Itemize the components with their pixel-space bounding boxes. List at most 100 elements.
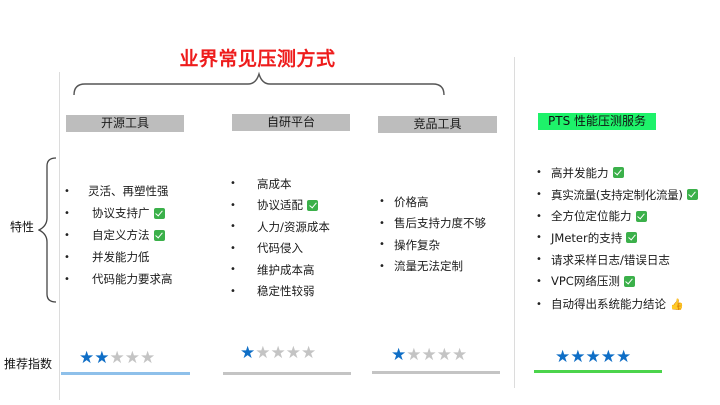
check-icon [612, 167, 624, 179]
rating-row-label: 推荐指数 [4, 357, 53, 371]
check-icon [307, 199, 318, 211]
list-item: • 价格高 [379, 191, 514, 213]
left-brace-icon [38, 157, 57, 303]
bullet: • [230, 285, 236, 297]
left-divider [59, 72, 60, 400]
bullet: • [64, 273, 70, 285]
star-filled-icon: ★ [585, 347, 601, 367]
right-divider [514, 57, 515, 388]
feature-text: 价格高 [394, 194, 429, 209]
competitor-feature-list: • 价格高 • 售后支持力度不够 • 操作复杂 • 流量无法定制 [379, 191, 514, 277]
bullet: • [379, 196, 385, 208]
list-item: • 售后支持力度不够 [379, 213, 514, 235]
feature-text: 全方位定位能力 [551, 209, 632, 224]
rating-stars-competitor: ★ ★ ★ ★ ★ [391, 345, 467, 365]
list-item: • 维护成本高 [230, 259, 380, 281]
star-empty-icon: ★ [270, 343, 286, 363]
bullet: • [64, 207, 70, 219]
list-item: • 操作复杂 [379, 234, 514, 256]
bullet: • [230, 221, 236, 233]
feature-text: 灵活、再塑性强 [88, 184, 169, 198]
bullet: • [379, 239, 385, 251]
bullet: • [536, 189, 542, 201]
check-icon [623, 275, 635, 287]
bullet: • [536, 298, 542, 310]
list-item: • JMeter的支持 [536, 227, 720, 249]
feature-text: 流量无法定制 [394, 259, 463, 274]
list-item: • 真实流量(支持定制化流量) [536, 184, 720, 206]
rating-underline-open-source [61, 372, 190, 375]
list-item: • 代码侵入 [230, 238, 380, 260]
column-header-pts: PTS 性能压测服务 [538, 113, 656, 130]
star-filled-icon: ★ [94, 348, 109, 368]
list-item: • 并发能力低 [64, 246, 214, 268]
features-row-label: 特性 [10, 220, 35, 234]
list-item: • 自动得出系统能力结论 👍 [536, 292, 720, 316]
star-empty-icon: ★ [436, 345, 452, 365]
star-filled-icon: ★ [600, 347, 616, 367]
rating-underline-in-house [223, 372, 351, 375]
bullet: • [64, 229, 70, 241]
list-item: • 稳定性较弱 [230, 281, 380, 303]
star-filled-icon: ★ [616, 347, 631, 367]
feature-text: 自定义方法 [92, 228, 150, 242]
feature-text: JMeter的支持 [551, 230, 623, 245]
list-item: • 全方位定位能力 [536, 205, 720, 227]
list-item: • VPC网络压测 [536, 270, 720, 292]
in-house-feature-list: • 高成本 • 协议适配 • 人力/资源成本 • 代码侵入 • 维护成本高 • … [230, 173, 380, 302]
feature-text: 人力/资源成本 [257, 219, 330, 234]
star-empty-icon: ★ [285, 343, 301, 363]
feature-text: 操作复杂 [394, 237, 440, 252]
check-icon [635, 210, 647, 222]
feature-text: 并发能力低 [92, 250, 150, 264]
page-title: 业界常见压测方式 [179, 48, 336, 70]
bullet: • [536, 232, 542, 244]
bullet: • [379, 260, 385, 272]
thumbs-up-icon: 👍 [670, 297, 684, 311]
column-header-open-source: 开源工具 [66, 115, 184, 132]
check-icon [626, 232, 638, 244]
bullet: • [379, 217, 385, 229]
feature-text: 维护成本高 [257, 262, 315, 277]
star-empty-icon: ★ [421, 345, 437, 365]
feature-text: VPC网络压测 [551, 274, 620, 289]
bullet: • [230, 242, 236, 254]
check-icon [153, 229, 165, 241]
bullet: • [64, 185, 70, 197]
feature-text: 代码能力要求高 [92, 272, 173, 286]
feature-text: 请求采样日志/错误日志 [551, 252, 670, 267]
list-item: • 高并发能力 [536, 162, 720, 184]
column-header-competitor: 竞品工具 [378, 116, 497, 133]
bullet: • [536, 254, 542, 266]
open-source-feature-list: • 灵活、再塑性强 • 协议支持广 • 自定义方法 • 并发能力低 • 代码能力… [64, 180, 214, 290]
star-empty-icon: ★ [452, 345, 467, 365]
list-item: • 请求采样日志/错误日志 [536, 249, 720, 271]
list-item: • 高成本 [230, 173, 380, 195]
bullet: • [536, 210, 542, 222]
bullet: • [230, 178, 236, 190]
check-icon [153, 207, 165, 219]
star-filled-icon: ★ [79, 348, 94, 368]
feature-text: 稳定性较弱 [257, 284, 315, 299]
feature-text: 代码侵入 [257, 241, 303, 256]
star-empty-icon: ★ [255, 343, 270, 363]
feature-text: 协议适配 [257, 198, 303, 213]
column-header-in-house: 自研平台 [232, 114, 350, 131]
feature-text: 高并发能力 [551, 165, 609, 180]
feature-text: 自动得出系统能力结论 [551, 297, 666, 312]
rating-stars-pts: ★ ★ ★ ★ ★ [555, 347, 631, 367]
star-filled-icon: ★ [391, 345, 406, 365]
star-empty-icon: ★ [301, 343, 316, 363]
bullet: • [536, 167, 542, 179]
list-item: • 流量无法定制 [379, 256, 514, 278]
star-filled-icon: ★ [570, 347, 585, 367]
bullet: • [230, 199, 236, 211]
list-item: • 人力/资源成本 [230, 216, 380, 238]
star-empty-icon: ★ [406, 345, 421, 365]
list-item: • 自定义方法 [64, 224, 214, 246]
top-brace-icon [73, 71, 445, 96]
pts-feature-list: • 高并发能力 • 真实流量(支持定制化流量) • 全方位定位能力 • JMet… [536, 162, 720, 316]
bullet: • [64, 251, 70, 263]
feature-text: 协议支持广 [92, 206, 150, 220]
rating-stars-open-source: ★ ★ ★ ★ ★ [79, 348, 155, 368]
